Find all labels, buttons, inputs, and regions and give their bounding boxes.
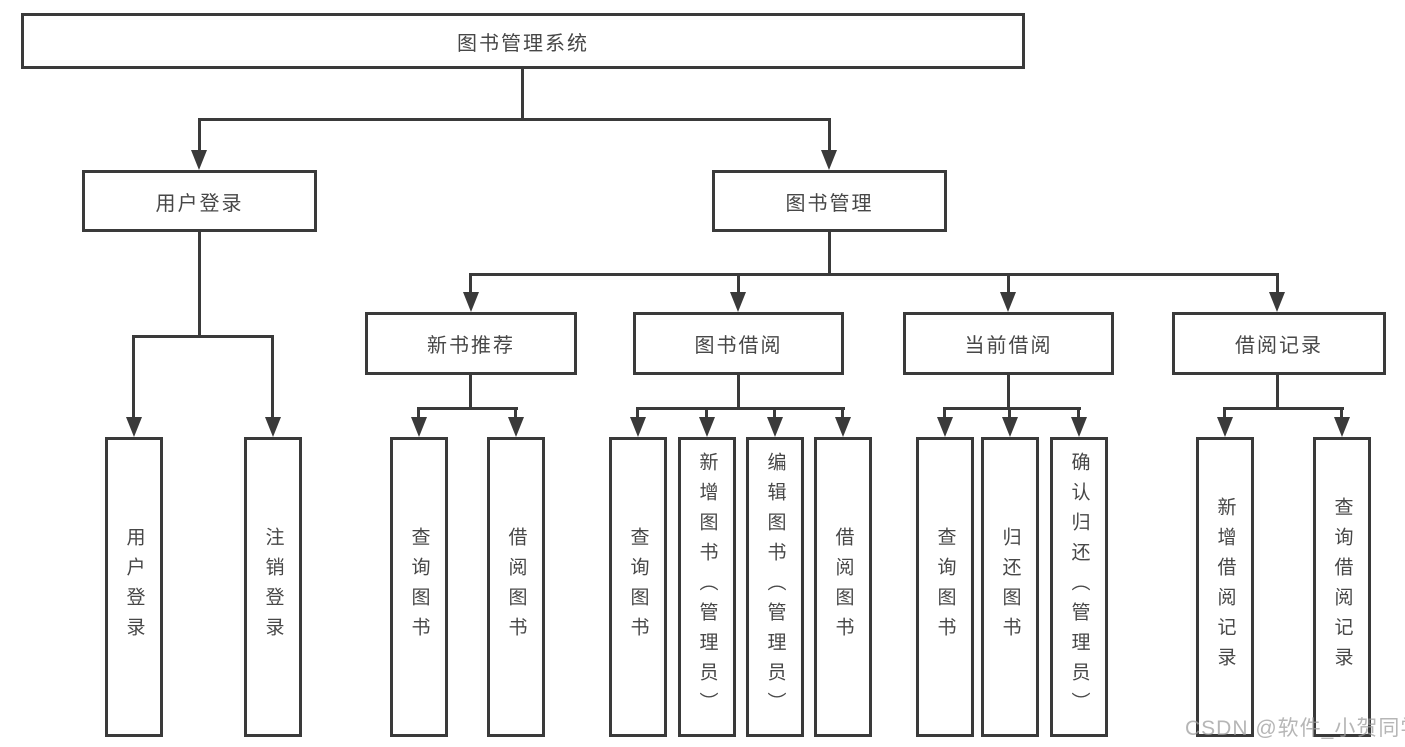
connector-line: [469, 273, 472, 296]
arrow-down-icon: [126, 417, 142, 437]
connector-line: [828, 232, 831, 273]
arrow-down-icon: [463, 292, 479, 312]
connector-line: [773, 407, 776, 421]
connector-line: [132, 335, 135, 421]
leaf-current-return-book: 归还图书: [981, 437, 1039, 737]
arrow-down-icon: [730, 292, 746, 312]
connector-line: [636, 407, 845, 410]
arrow-down-icon: [699, 417, 715, 437]
connector-line: [1223, 407, 1226, 421]
connector-line: [469, 375, 472, 407]
connector-line: [1340, 407, 1343, 421]
connector-line: [198, 232, 201, 335]
leaf-logout: 注销登录: [244, 437, 302, 737]
leaf-borrow-edit-book-admin: 编辑图书（管理员）: [746, 437, 804, 737]
node-new-book-recommend: 新书推荐: [365, 312, 577, 375]
connector-line: [828, 118, 831, 154]
leaf-records-query-record: 查询借阅记录: [1313, 437, 1371, 737]
node-book-management: 图书管理: [712, 170, 947, 232]
connector-line: [521, 69, 524, 118]
leaf-records-add-record: 新增借阅记录: [1196, 437, 1254, 737]
connector-line: [198, 118, 201, 154]
csdn-watermark: CSDN @软件_小贺同学: [1185, 717, 1405, 740]
connector-line: [271, 335, 274, 421]
leaf-label: 注销登录: [262, 527, 284, 647]
leaf-label: 用户登录: [123, 527, 145, 647]
connector-line: [1223, 407, 1344, 410]
leaf-borrow-borrow-book: 借阅图书: [814, 437, 872, 737]
connector-line: [943, 407, 946, 421]
arrow-down-icon: [411, 417, 427, 437]
connector-line: [636, 407, 639, 421]
connector-line: [705, 407, 708, 421]
arrow-down-icon: [1334, 417, 1350, 437]
leaf-label: 新增图书（管理员）: [696, 452, 718, 722]
connector-line: [943, 407, 1081, 410]
leaf-newbook-borrow-book: 借阅图书: [487, 437, 545, 737]
leaf-current-confirm-return-admin: 确认归还（管理员）: [1050, 437, 1108, 737]
arrow-down-icon: [1002, 417, 1018, 437]
leaf-label: 编辑图书（管理员）: [764, 452, 786, 722]
leaf-label: 借阅图书: [505, 527, 527, 647]
connector-line: [1276, 375, 1279, 407]
connector-line: [737, 375, 740, 407]
connector-line: [737, 273, 740, 296]
leaf-label: 查询图书: [408, 527, 430, 647]
leaf-newbook-query-book: 查询图书: [390, 437, 448, 737]
leaf-borrow-add-book-admin: 新增图书（管理员）: [678, 437, 736, 737]
arrow-down-icon: [835, 417, 851, 437]
arrow-down-icon: [1071, 417, 1087, 437]
arrow-down-icon: [508, 417, 524, 437]
arrow-down-icon: [767, 417, 783, 437]
connector-line: [514, 407, 517, 421]
connector-line: [132, 335, 274, 338]
arrow-down-icon: [630, 417, 646, 437]
arrow-down-icon: [1000, 292, 1016, 312]
connector-line: [1276, 273, 1279, 296]
leaf-current-query-book: 查询图书: [916, 437, 974, 737]
node-root: 图书管理系统: [21, 13, 1025, 69]
connector-line: [841, 407, 844, 421]
node-user-login: 用户登录: [82, 170, 317, 232]
arrow-down-icon: [1217, 417, 1233, 437]
node-borrow-records: 借阅记录: [1172, 312, 1386, 375]
leaf-label: 查询图书: [934, 527, 956, 647]
arrow-down-icon: [821, 150, 837, 170]
arrow-down-icon: [265, 417, 281, 437]
connector-line: [1007, 375, 1010, 407]
node-book-borrowing: 图书借阅: [633, 312, 844, 375]
leaf-user-login: 用户登录: [105, 437, 163, 737]
leaf-label: 归还图书: [999, 527, 1021, 647]
leaf-label: 查询图书: [627, 527, 649, 647]
leaf-label: 借阅图书: [832, 527, 854, 647]
connector-line: [1008, 407, 1011, 421]
connector-line: [417, 407, 420, 421]
leaf-borrow-query-book: 查询图书: [609, 437, 667, 737]
connector-line: [1077, 407, 1080, 421]
arrow-down-icon: [1269, 292, 1285, 312]
arrow-down-icon: [937, 417, 953, 437]
connector-line: [469, 273, 1279, 276]
arrow-down-icon: [191, 150, 207, 170]
leaf-label: 查询借阅记录: [1331, 497, 1353, 677]
connector-line: [417, 407, 518, 410]
connector-line: [1007, 273, 1010, 296]
node-current-borrowing: 当前借阅: [903, 312, 1114, 375]
leaf-label: 新增借阅记录: [1214, 497, 1236, 677]
connector-line: [198, 118, 831, 121]
leaf-label: 确认归还（管理员）: [1068, 452, 1090, 722]
